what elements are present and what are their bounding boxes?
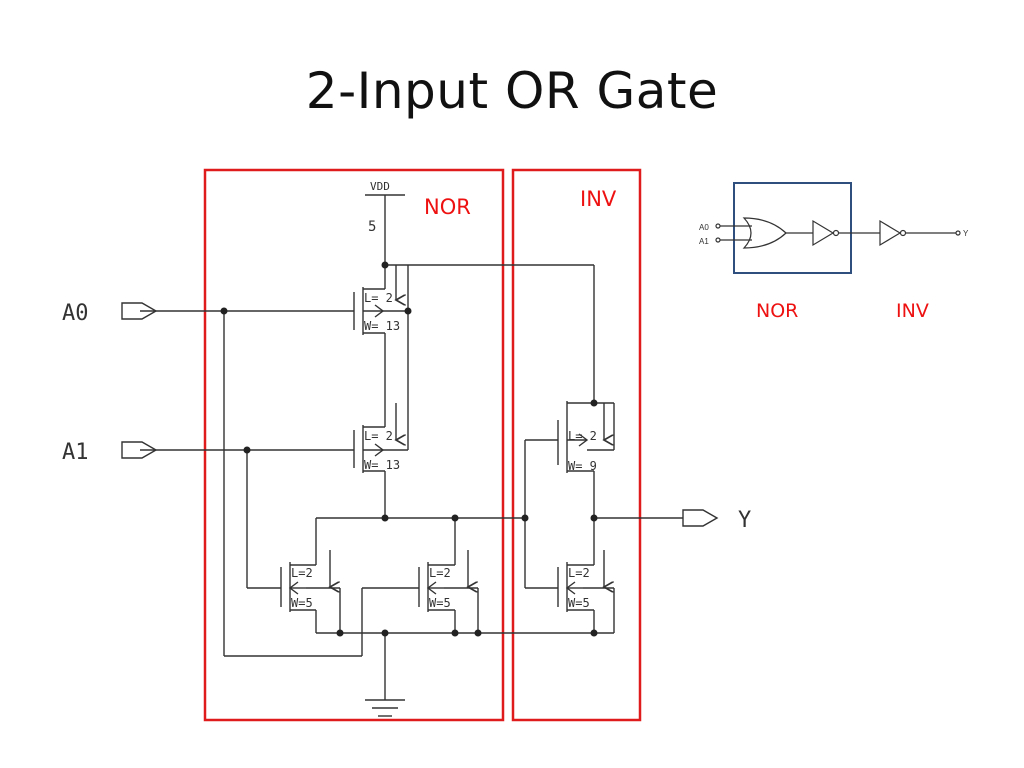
a1-port-label: A1 — [62, 440, 89, 465]
nor-nmos-right-w: W=5 — [429, 596, 451, 610]
symbol-diagram — [715, 217, 961, 249]
nor-pmos-top-w: W= 13 — [364, 319, 400, 333]
nor-pmos-bottom-l: L= 2 — [364, 429, 393, 443]
inv-nmos-l: L=2 — [568, 566, 590, 580]
junction-dots — [220, 261, 598, 637]
inv-pmos-l: L= 2 — [568, 429, 597, 443]
slide-title: 2-Input OR Gate — [305, 62, 719, 120]
symbol-a1-label: A1 — [699, 237, 709, 246]
y-port-icon — [682, 509, 719, 527]
nor-pmos-top-l: L= 2 — [364, 291, 393, 305]
symbol-box — [733, 182, 852, 274]
inv-region-label: INV — [580, 187, 617, 211]
a0-port-icon — [121, 302, 158, 320]
y-port-label: Y — [738, 508, 751, 533]
nor-pmos-bottom-w: W= 13 — [364, 458, 400, 472]
vdd-value: 5 — [368, 219, 376, 235]
a0-port-label: A0 — [62, 301, 89, 326]
nor-region-label: NOR — [424, 195, 471, 219]
nor-nmos-left-l: L=2 — [291, 566, 313, 580]
symbol-y-label: Y — [963, 229, 969, 238]
inv-pmos-w: W= 9 — [568, 459, 597, 473]
a1-port-icon — [121, 441, 158, 459]
vdd-label: VDD — [370, 180, 390, 193]
inv-nmos-w: W=5 — [568, 596, 590, 610]
symbol-a0-label: A0 — [699, 223, 709, 232]
nor-nmos-left-w: W=5 — [291, 596, 313, 610]
nor-nmos-right-l: L=2 — [429, 566, 451, 580]
symbol-inv-label: INV — [896, 300, 929, 322]
nor-region-box — [203, 168, 505, 722]
symbol-nor-label: NOR — [756, 300, 798, 322]
inv-region-box — [511, 168, 642, 722]
